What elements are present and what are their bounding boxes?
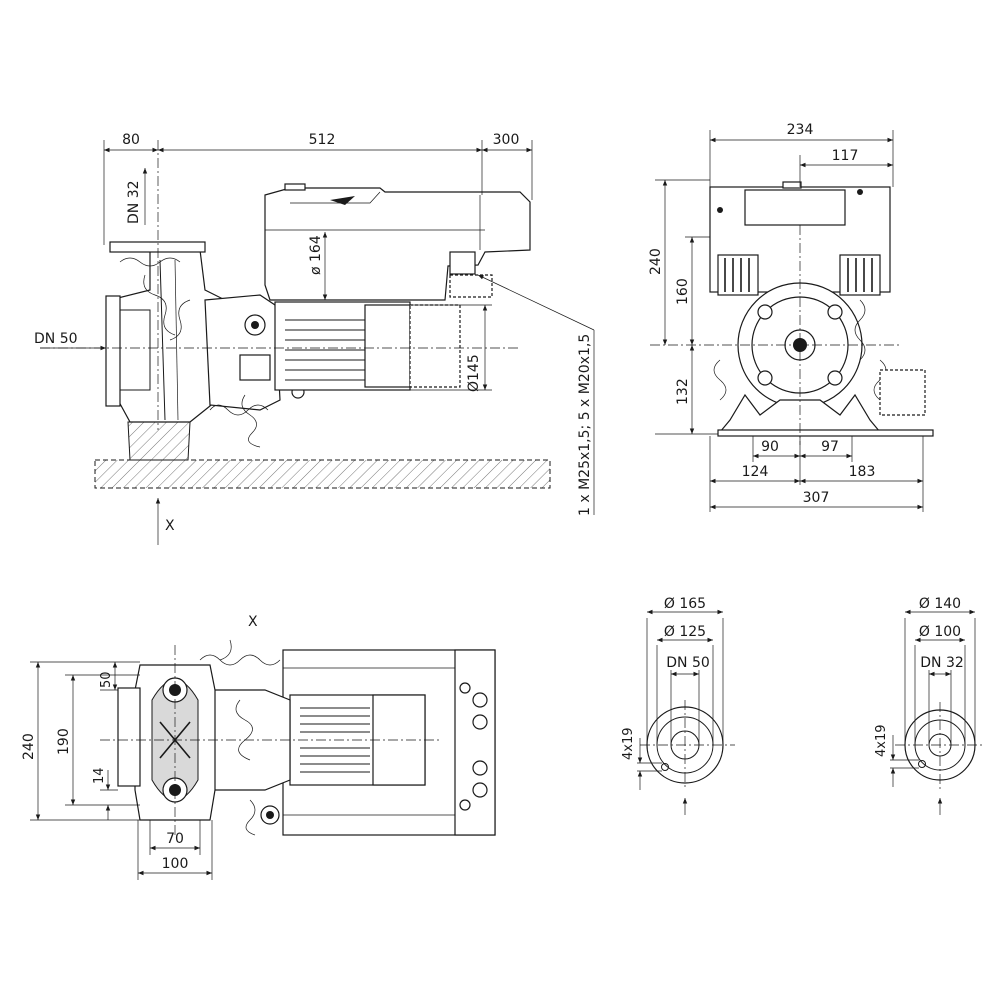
dim-240-end: 240 xyxy=(648,248,664,275)
floor-hatch xyxy=(94,459,551,489)
pump-foot xyxy=(127,421,191,461)
sensor-cable xyxy=(119,257,269,448)
side-view: 80 512 300 DN 32 DN 50 ø 164 Ø145 1 x M2… xyxy=(34,132,595,545)
motor-fins-top xyxy=(300,707,370,773)
dim-132: 132 xyxy=(675,378,691,405)
dn50-holes: 4x19 xyxy=(621,727,636,760)
flange-dn32: Ø 140 Ø 100 DN 32 4x19 xyxy=(874,596,985,815)
top-view: X 240 190 50 14 70 100 xyxy=(21,614,496,880)
dn32-label: DN 32 xyxy=(920,655,964,671)
dim-100: 100 xyxy=(162,856,189,872)
lantern xyxy=(204,294,281,411)
dim-183: 183 xyxy=(849,464,876,480)
cable-glands xyxy=(449,251,476,275)
dim-14: 14 xyxy=(92,767,107,784)
dim-160: 160 xyxy=(675,278,691,305)
dn32-dia100: Ø 100 xyxy=(919,624,961,640)
dim-190: 190 xyxy=(56,728,72,755)
view-x-label: X xyxy=(165,518,175,534)
discharge-flange xyxy=(109,241,206,253)
dn32-holes: 4x19 xyxy=(874,724,889,757)
dim-70: 70 xyxy=(166,831,184,847)
dim-50: 50 xyxy=(99,671,114,688)
dim-234: 234 xyxy=(787,122,814,138)
motor-fins xyxy=(285,319,365,381)
dn32-dia140: Ø 140 xyxy=(919,596,961,612)
suction-flange xyxy=(105,295,121,407)
dn50-dia125: Ø 125 xyxy=(664,624,706,640)
dim-117: 117 xyxy=(832,148,859,164)
end-view: 234 117 240 160 132 90 97 124 183 307 xyxy=(648,122,934,512)
fan-cover xyxy=(364,304,411,388)
dim-dia164: ø 164 xyxy=(308,235,324,275)
dim-512: 512 xyxy=(309,132,336,148)
dim-124: 124 xyxy=(742,464,769,480)
cable-gland-note: 1 x M25x1,5; 5 x M20x1,5 xyxy=(577,334,593,516)
dim-240-top: 240 xyxy=(21,733,37,760)
dim-90: 90 xyxy=(761,439,779,455)
dn50-label: DN 50 xyxy=(666,655,710,671)
dim-300: 300 xyxy=(493,132,520,148)
dim-307: 307 xyxy=(803,490,830,506)
dim-dia145: Ø145 xyxy=(466,354,482,392)
flange-dn50: Ø 165 Ø 125 DN 50 4x19 xyxy=(621,596,735,815)
dim-dn32: DN 32 xyxy=(126,180,142,224)
electronics-module xyxy=(264,187,531,301)
dn50-dia165: Ø 165 xyxy=(664,596,706,612)
dim-80: 80 xyxy=(122,132,140,148)
dim-97: 97 xyxy=(821,439,839,455)
dim-dn50: DN 50 xyxy=(34,331,78,347)
sensor-cable-top xyxy=(199,639,281,836)
view-x-label-top: X xyxy=(248,614,258,630)
